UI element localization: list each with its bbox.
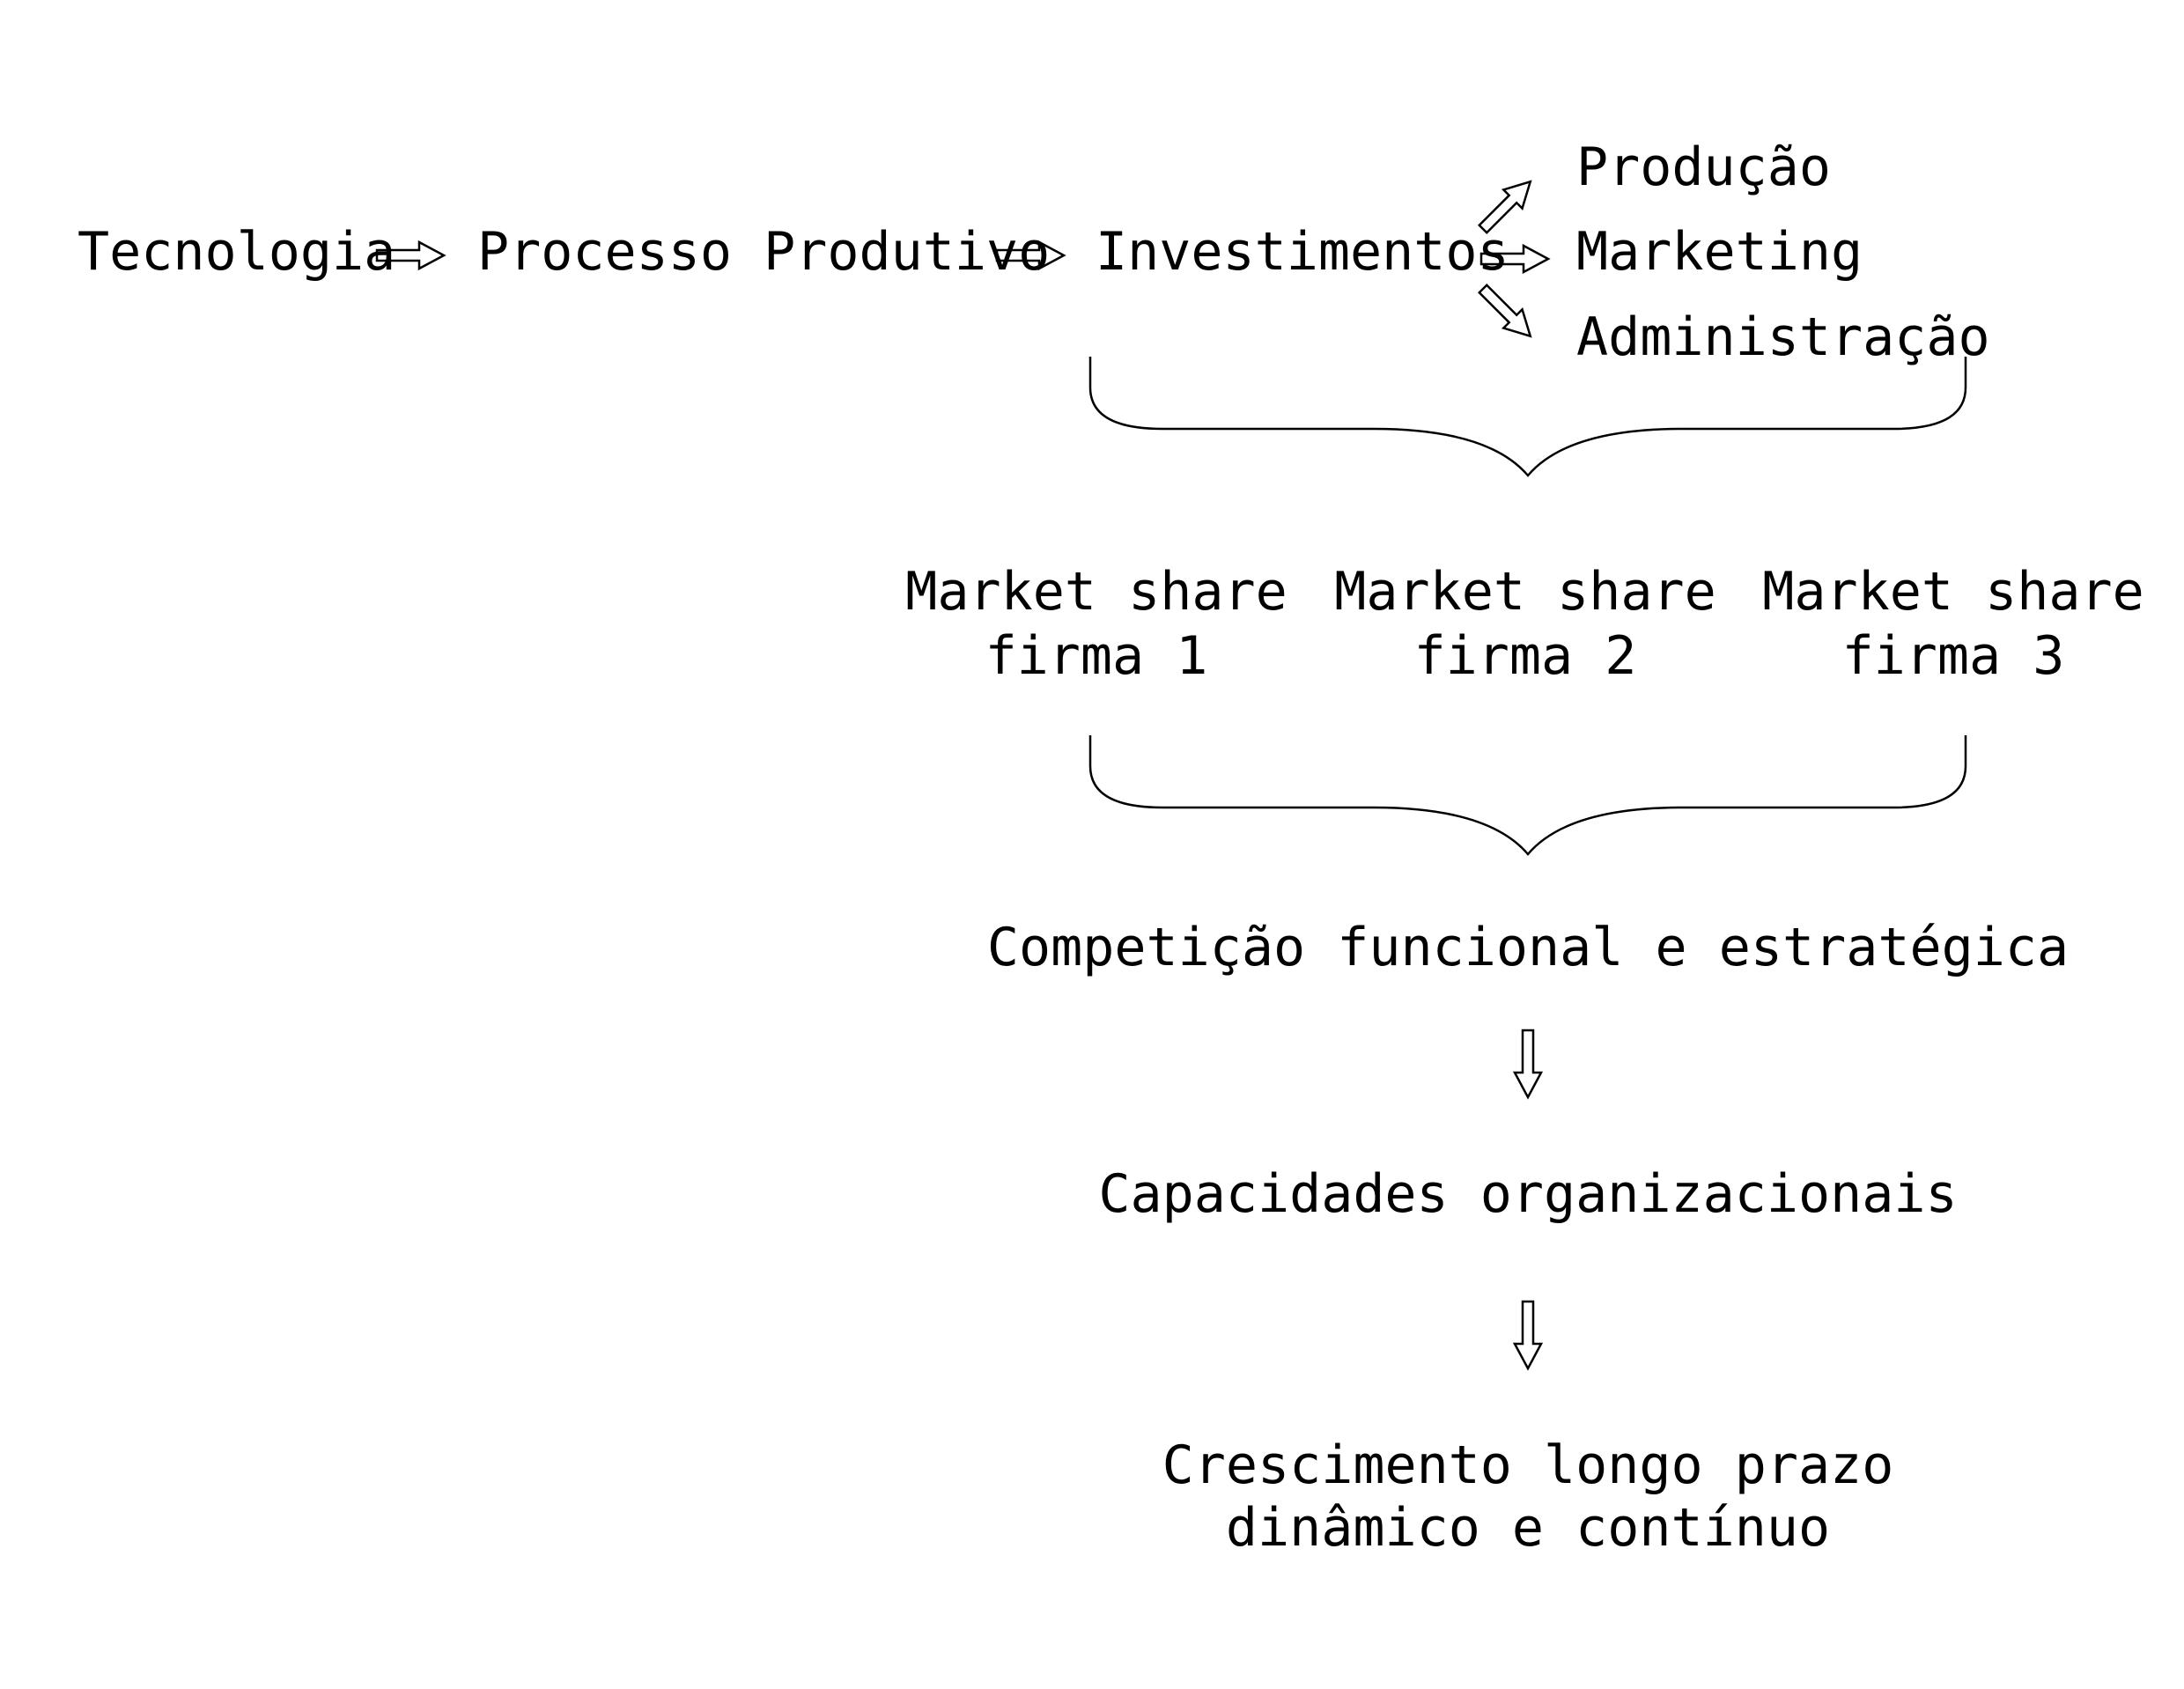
- arrow-to-producao: [1477, 180, 1532, 235]
- svg-text:Market share: Market share: [1334, 561, 1715, 623]
- node-market-share-firma-1: Market share firma 1: [905, 561, 1287, 687]
- node-administracao: Administração: [1576, 306, 1990, 368]
- svg-text:Crescimento longo prazo: Crescimento longo prazo: [1162, 1435, 1894, 1496]
- node-producao: Produção: [1576, 136, 1831, 198]
- node-marketing: Marketing: [1576, 221, 1863, 283]
- node-crescimento: Crescimento longo prazo dinâmico e contí…: [1162, 1435, 1894, 1559]
- brace-bottom: [1088, 735, 1967, 856]
- arrow-capacidades-crescimento: [1512, 1300, 1544, 1371]
- node-tecnologia: Tecnologia: [77, 221, 395, 283]
- svg-text:firma 3: firma 3: [1842, 625, 2065, 687]
- arrow-to-administracao: [1477, 283, 1532, 338]
- arrow-to-marketing: [1479, 243, 1551, 275]
- node-competicao: Competição funcional e estratégica: [987, 917, 2069, 978]
- svg-text:firma 1: firma 1: [985, 625, 1208, 687]
- arrow-tecnologia-processo: [375, 240, 446, 271]
- brace-top: [1088, 357, 1967, 477]
- svg-text:Market share: Market share: [905, 561, 1287, 623]
- node-market-share-firma-2: Market share firma 2: [1334, 561, 1715, 687]
- node-capacidades: Capacidades organizacionais: [1098, 1163, 1957, 1225]
- svg-text:firma 2: firma 2: [1414, 625, 1637, 687]
- node-market-share-firma-3: Market share firma 3: [1762, 561, 2143, 687]
- svg-text:Market share: Market share: [1762, 561, 2143, 623]
- node-processo-produtivo: Processo Produtivo: [477, 221, 1050, 283]
- svg-text:dinâmico e contínuo: dinâmico e contínuo: [1226, 1497, 1830, 1559]
- arrow-competicao-capacidades: [1512, 1029, 1544, 1100]
- node-investimentos: Investimentos: [1096, 221, 1509, 283]
- arrow-processo-investimentos: [995, 240, 1066, 271]
